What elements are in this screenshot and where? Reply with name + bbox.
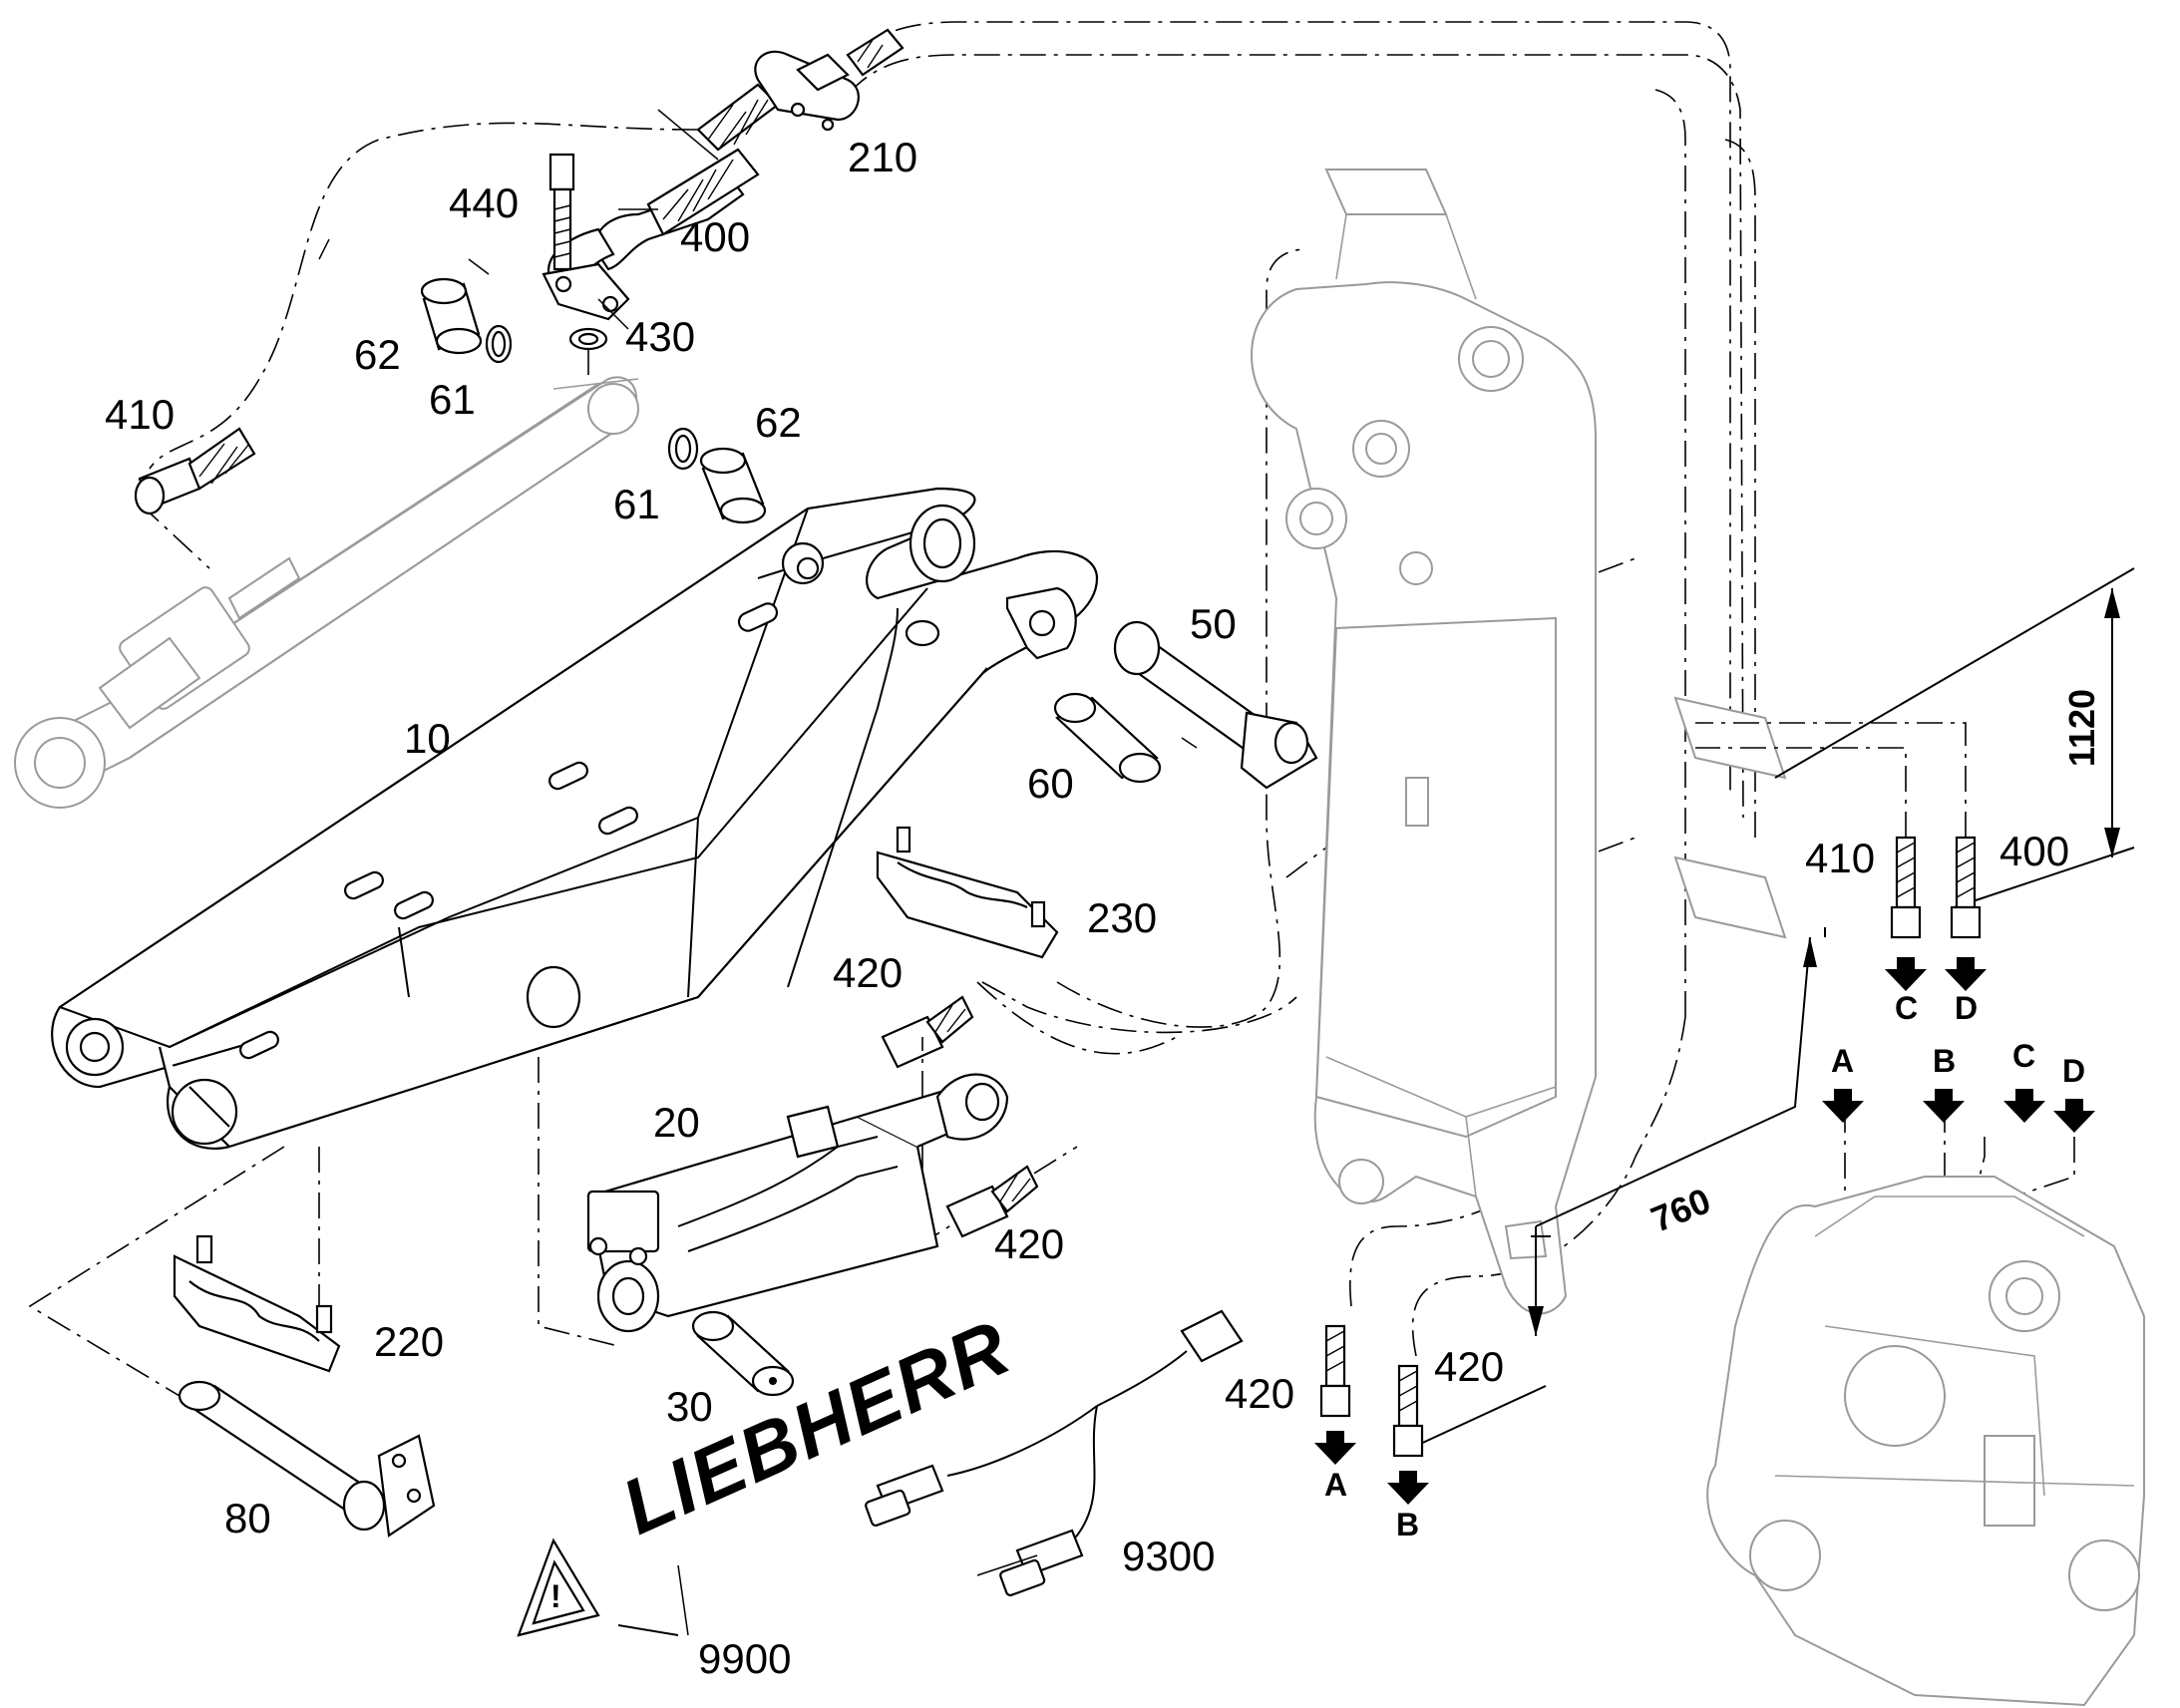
- label-420-d: 420: [1434, 1343, 1504, 1390]
- port-d-frame: D: [2062, 1053, 2085, 1089]
- label-61-top: 61: [429, 376, 476, 423]
- label-62-top: 62: [354, 331, 401, 378]
- warning-triangle-icon: !: [517, 1537, 679, 1637]
- label-10: 10: [404, 715, 451, 762]
- label-400-top: 400: [680, 213, 750, 260]
- pin-80: [178, 1380, 436, 1537]
- clamp-230: [876, 826, 1059, 959]
- label-440: 440: [449, 179, 519, 226]
- port-fittings-c-d: [1695, 722, 1982, 939]
- label-9300: 9300: [1122, 1533, 1215, 1579]
- boom: [1251, 169, 1597, 1315]
- port-c-right: C: [1895, 990, 1918, 1026]
- label-220: 220: [374, 1318, 444, 1365]
- label-410-left: 410: [105, 391, 175, 438]
- label-61-bottom: 61: [613, 481, 660, 527]
- svg-text:!: !: [550, 1578, 561, 1614]
- cylinder-20: [586, 1073, 1009, 1333]
- label-210: 210: [848, 134, 917, 180]
- label-400-right: 400: [1999, 828, 2069, 874]
- label-80: 80: [224, 1495, 271, 1541]
- arm-10: [51, 487, 1099, 1150]
- label-420-b: 420: [994, 1220, 1064, 1267]
- label-60: 60: [1027, 760, 1074, 807]
- label-430: 430: [625, 313, 695, 360]
- label-9900: 9900: [698, 1635, 791, 1682]
- label-420-a: 420: [833, 949, 903, 996]
- boom-clamps: [1673, 696, 1787, 939]
- fittings-420: [881, 995, 1039, 1238]
- port-a-bottom: A: [1324, 1467, 1347, 1503]
- dimension-1120: 1120: [1774, 567, 2135, 908]
- clamp-220: [173, 1234, 341, 1373]
- cable-9300: [865, 1309, 1244, 1597]
- label-420-c: 420: [1225, 1370, 1294, 1417]
- port-d-right: D: [1955, 990, 1978, 1026]
- port-b-frame: B: [1933, 1043, 1956, 1079]
- routing-lines: [28, 21, 2075, 1397]
- label-62-bottom: 62: [755, 399, 802, 446]
- bushings: [420, 277, 767, 524]
- hose-assembly-top: [542, 28, 905, 379]
- port-c-frame: C: [2012, 1038, 2035, 1074]
- label-30: 30: [666, 1383, 713, 1430]
- part-labels: 10 20 30 50 60 61 61 62 62 80 210 220 23…: [105, 134, 2069, 1682]
- port-labels: C D A B A B C D: [1324, 990, 2085, 1542]
- label-20: 20: [653, 1099, 700, 1146]
- port-b-bottom: B: [1396, 1507, 1419, 1542]
- fitting-410-left: [134, 427, 256, 515]
- label-410-right: 410: [1805, 835, 1875, 881]
- label-230: 230: [1087, 894, 1157, 941]
- boom-cylinder: [14, 376, 639, 809]
- dimension-height: 1120: [2061, 689, 2102, 767]
- pin-50: [1113, 620, 1318, 790]
- pin-60: [1053, 692, 1162, 784]
- port-a-frame: A: [1831, 1043, 1854, 1079]
- label-50: 50: [1190, 600, 1237, 647]
- arrow-down-icon: [1314, 957, 2095, 1505]
- leader-lines: [318, 109, 1198, 1636]
- dimension-offset: 760: [1645, 1180, 1716, 1240]
- swing-frame: [1706, 1176, 2145, 1707]
- port-fittings-a-b: [1319, 1324, 1424, 1458]
- pin-30: [691, 1310, 795, 1397]
